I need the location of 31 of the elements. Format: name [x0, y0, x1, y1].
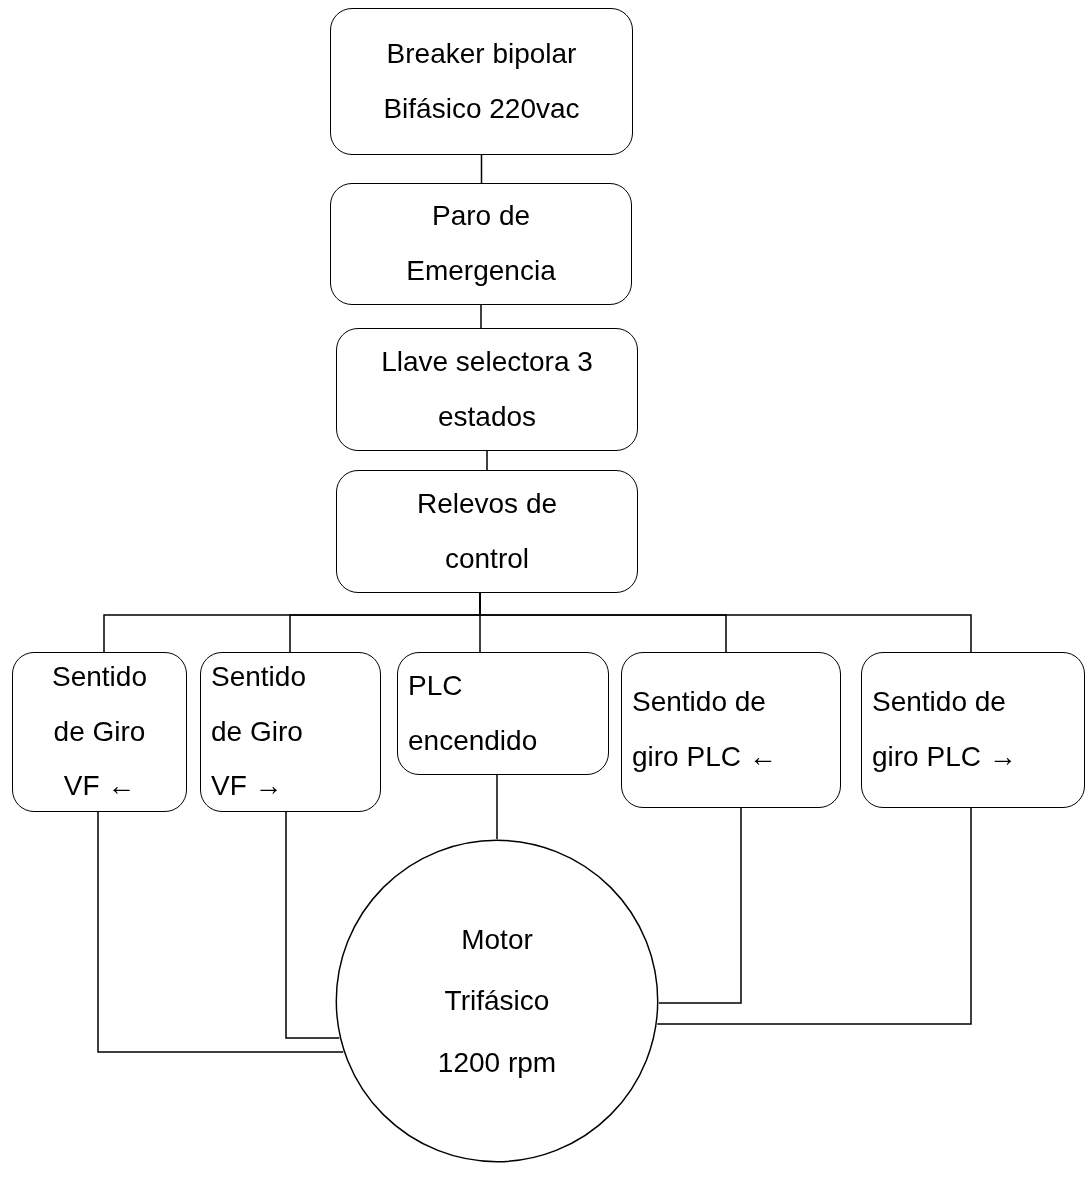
process-box: [200, 652, 381, 812]
connector-line: [480, 154, 483, 184]
node-label: Sentido de giro PLC →: [872, 685, 1018, 774]
process-box: [861, 652, 1085, 808]
process-box: [12, 652, 187, 812]
connector-line: [480, 304, 482, 329]
connector-line: [496, 774, 498, 840]
node-label: Llave selectora 3 estados: [380, 344, 594, 434]
node-label: Relevos de control: [415, 486, 559, 576]
node-label: 1200 rpm: [437, 1045, 557, 1080]
process-box: [397, 652, 609, 775]
node-label: Bifásico 220vac: [383, 91, 580, 126]
process-box: [621, 652, 841, 808]
process-box: [330, 8, 633, 155]
node-label: Motor: [461, 922, 533, 957]
connector-line: [656, 807, 972, 1025]
connector-line: [97, 811, 344, 1053]
node-label: Sentido de giro PLC ←: [632, 685, 778, 774]
motor-circle: [335, 839, 659, 1163]
node-label: Breaker bipolar: [386, 36, 577, 71]
node-label: PLC encendido: [408, 668, 539, 758]
process-box: [336, 328, 638, 451]
connector-line: [658, 807, 742, 1004]
process-box: [330, 183, 632, 305]
node-label: Paro de Emergencia: [405, 199, 557, 288]
connector-line: [285, 811, 341, 1039]
node-label: Trifásico: [444, 984, 550, 1018]
node-label: Sentido de Giro VF ←: [51, 660, 148, 804]
process-box: [336, 470, 638, 593]
connector-line: [486, 450, 488, 471]
node-label: Sentido de Giro VF →: [211, 660, 307, 804]
